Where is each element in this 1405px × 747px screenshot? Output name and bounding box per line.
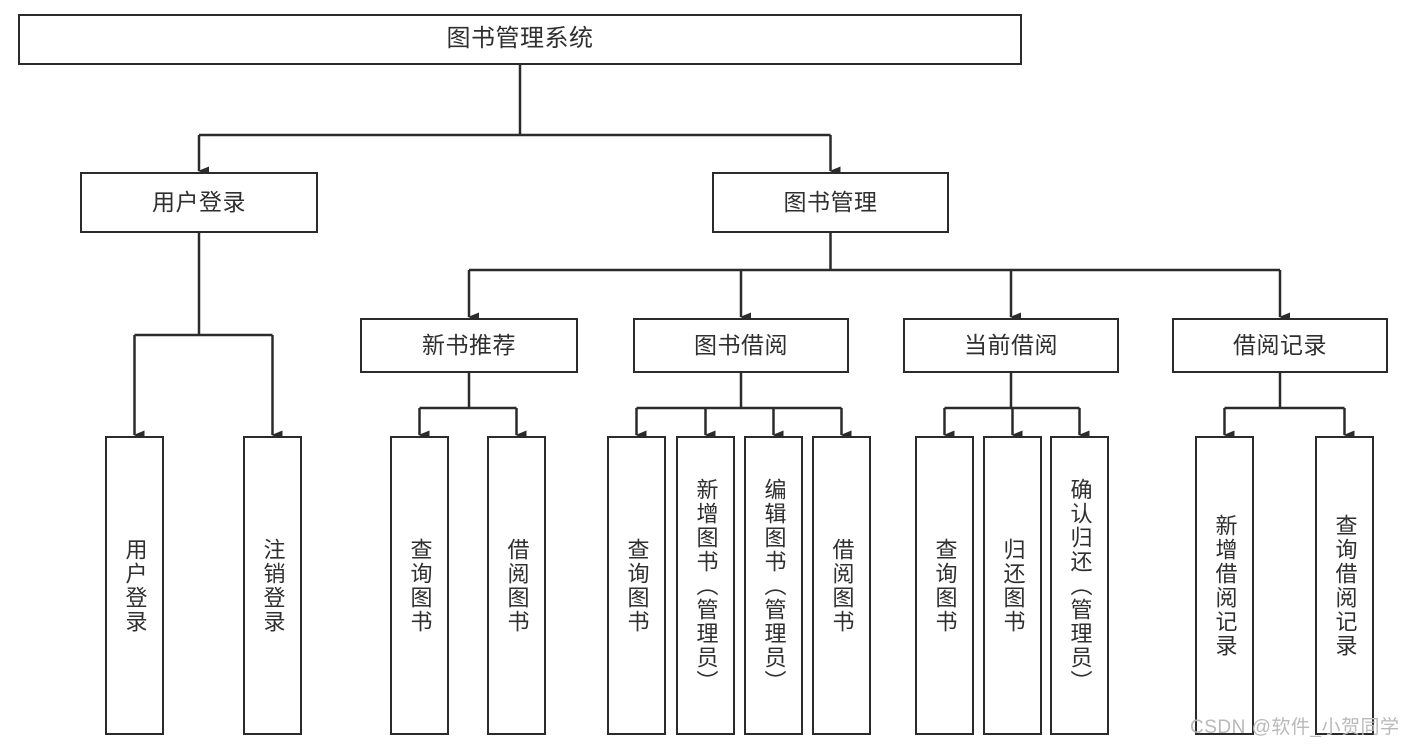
node-l_login[interactable]: 用户登录	[105, 436, 164, 735]
node-label: 注销登录	[260, 537, 286, 634]
node-label: 查询图书	[932, 537, 958, 634]
node-label: 新增借阅记录	[1212, 513, 1238, 658]
node-label: 用户登录	[152, 188, 246, 215]
csdn-watermark: CSDN @软件_小贺同学	[1190, 717, 1400, 738]
node-label: 查询图书	[624, 537, 650, 634]
node-label: 用户登录	[122, 537, 148, 634]
node-label: 借阅图书	[829, 537, 855, 634]
node-l_logout[interactable]: 注销登录	[243, 436, 302, 735]
node-l_edit[interactable]: 编辑图书（管理员）	[744, 436, 803, 735]
node-l_qrec[interactable]: 查询借阅记录	[1315, 436, 1374, 735]
node-bookmgmt[interactable]: 图书管理	[712, 172, 949, 233]
node-label: 新增图书（管理员）	[693, 477, 719, 694]
node-l_b1[interactable]: 借阅图书	[487, 436, 546, 735]
node-label: 当前借阅	[964, 331, 1058, 358]
node-label: 查询借阅记录	[1332, 513, 1358, 658]
node-login[interactable]: 用户登录	[80, 172, 318, 233]
node-l_q3[interactable]: 查询图书	[915, 436, 974, 735]
node-records[interactable]: 借阅记录	[1172, 318, 1388, 373]
node-label: 图书管理系统	[446, 25, 594, 53]
node-label: 查询图书	[407, 537, 433, 634]
node-l_q2[interactable]: 查询图书	[607, 436, 666, 735]
node-label: 新书推荐	[422, 331, 516, 358]
node-label: 编辑图书（管理员）	[761, 477, 787, 694]
node-borrow[interactable]: 图书借阅	[633, 318, 849, 373]
node-label: 借阅记录	[1233, 331, 1327, 358]
node-l_add[interactable]: 新增图书（管理员）	[676, 436, 735, 735]
node-label: 图书借阅	[694, 331, 788, 358]
node-label: 归还图书	[1000, 537, 1026, 634]
node-root[interactable]: 图书管理系统	[18, 14, 1022, 65]
node-l_confirm[interactable]: 确认归还（管理员）	[1050, 436, 1109, 735]
node-newbook[interactable]: 新书推荐	[360, 318, 578, 373]
node-l_return[interactable]: 归还图书	[983, 436, 1042, 735]
node-label: 借阅图书	[504, 537, 530, 634]
node-current[interactable]: 当前借阅	[903, 318, 1119, 373]
node-label: 确认归还（管理员）	[1067, 477, 1093, 694]
node-l_q1[interactable]: 查询图书	[390, 436, 449, 735]
node-l_b2[interactable]: 借阅图书	[812, 436, 871, 735]
node-l_addrec[interactable]: 新增借阅记录	[1195, 436, 1254, 735]
node-label: 图书管理	[783, 188, 878, 215]
